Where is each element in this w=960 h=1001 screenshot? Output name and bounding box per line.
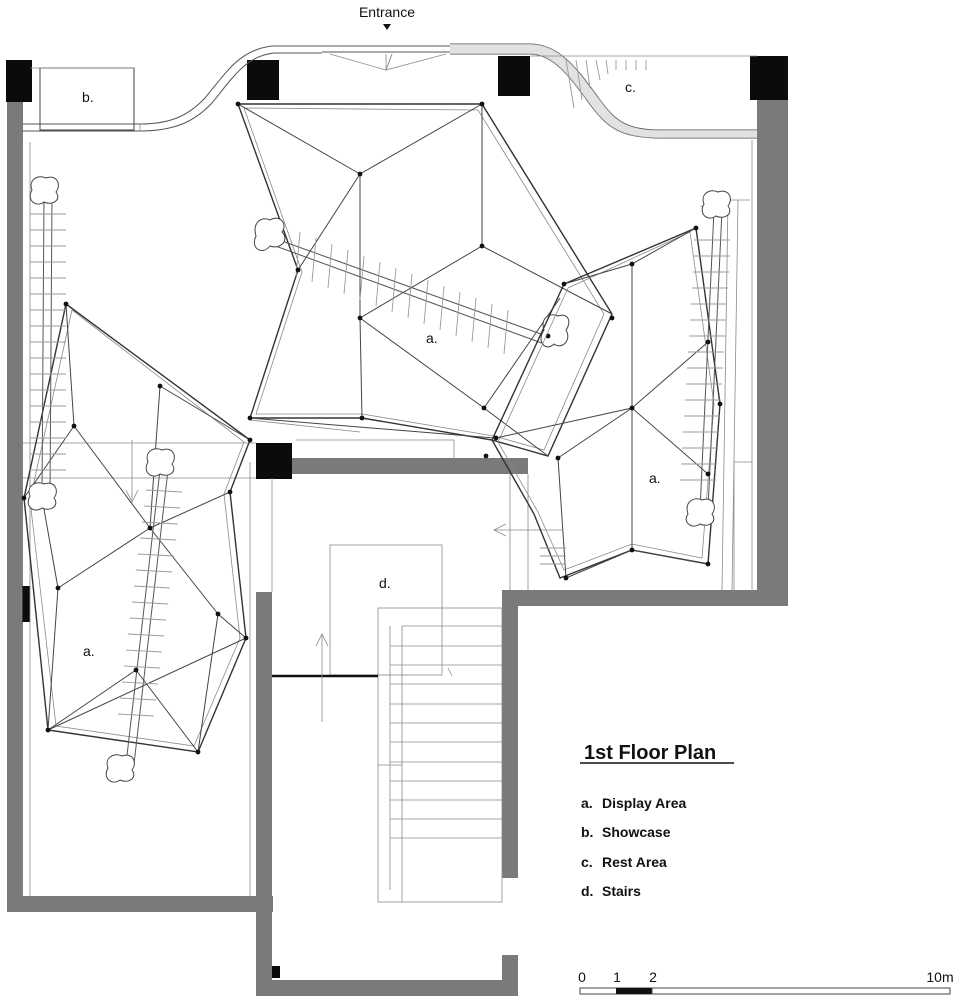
flow-arrows <box>125 440 562 537</box>
interior-lines <box>21 140 753 896</box>
legend-key-b: b. <box>581 824 593 840</box>
display-structure-left <box>21 176 253 783</box>
plan-legend: 1st Floor Plan a. Display Area b. Showca… <box>580 742 734 899</box>
scale-tick-2: 2 <box>649 969 657 985</box>
room-label-stairs: d. <box>379 575 391 591</box>
entrance-label: Entrance <box>359 4 415 20</box>
legend-label-a: Display Area <box>602 795 687 811</box>
structure-nodes <box>235 101 615 421</box>
scale-tick-10m: 10m <box>926 969 953 985</box>
scale-tick-1: 1 <box>613 969 621 985</box>
room-label-showcase: b. <box>82 89 94 105</box>
scale-bar-frame <box>579 987 951 995</box>
scale-tick-0: 0 <box>578 969 586 985</box>
scale-bar-segment <box>616 988 652 994</box>
staircase <box>272 544 503 903</box>
entrance-arrow-icon <box>383 24 391 30</box>
showcase-box <box>30 67 135 131</box>
legend-key-d: d. <box>581 883 593 899</box>
legend-label-b: Showcase <box>602 824 671 840</box>
display-structure-right <box>483 190 731 581</box>
room-label-display-center: a. <box>426 330 438 346</box>
display-structure-center <box>235 101 615 457</box>
walls <box>7 100 788 996</box>
scale-bar: 0 1 2 10m <box>578 969 954 995</box>
legend-label-d: Stairs <box>602 883 641 899</box>
legend-key-a: a. <box>581 795 593 811</box>
plan-title: 1st Floor Plan <box>584 742 716 764</box>
room-label-display-right: a. <box>649 470 661 486</box>
room-label-display-left: a. <box>83 643 95 659</box>
facade <box>22 43 757 139</box>
legend-label-c: Rest Area <box>602 854 667 870</box>
columns <box>6 56 788 978</box>
legend-key-c: c. <box>581 854 593 870</box>
entrance-marker: Entrance <box>359 4 415 30</box>
room-label-rest: c. <box>625 79 636 95</box>
